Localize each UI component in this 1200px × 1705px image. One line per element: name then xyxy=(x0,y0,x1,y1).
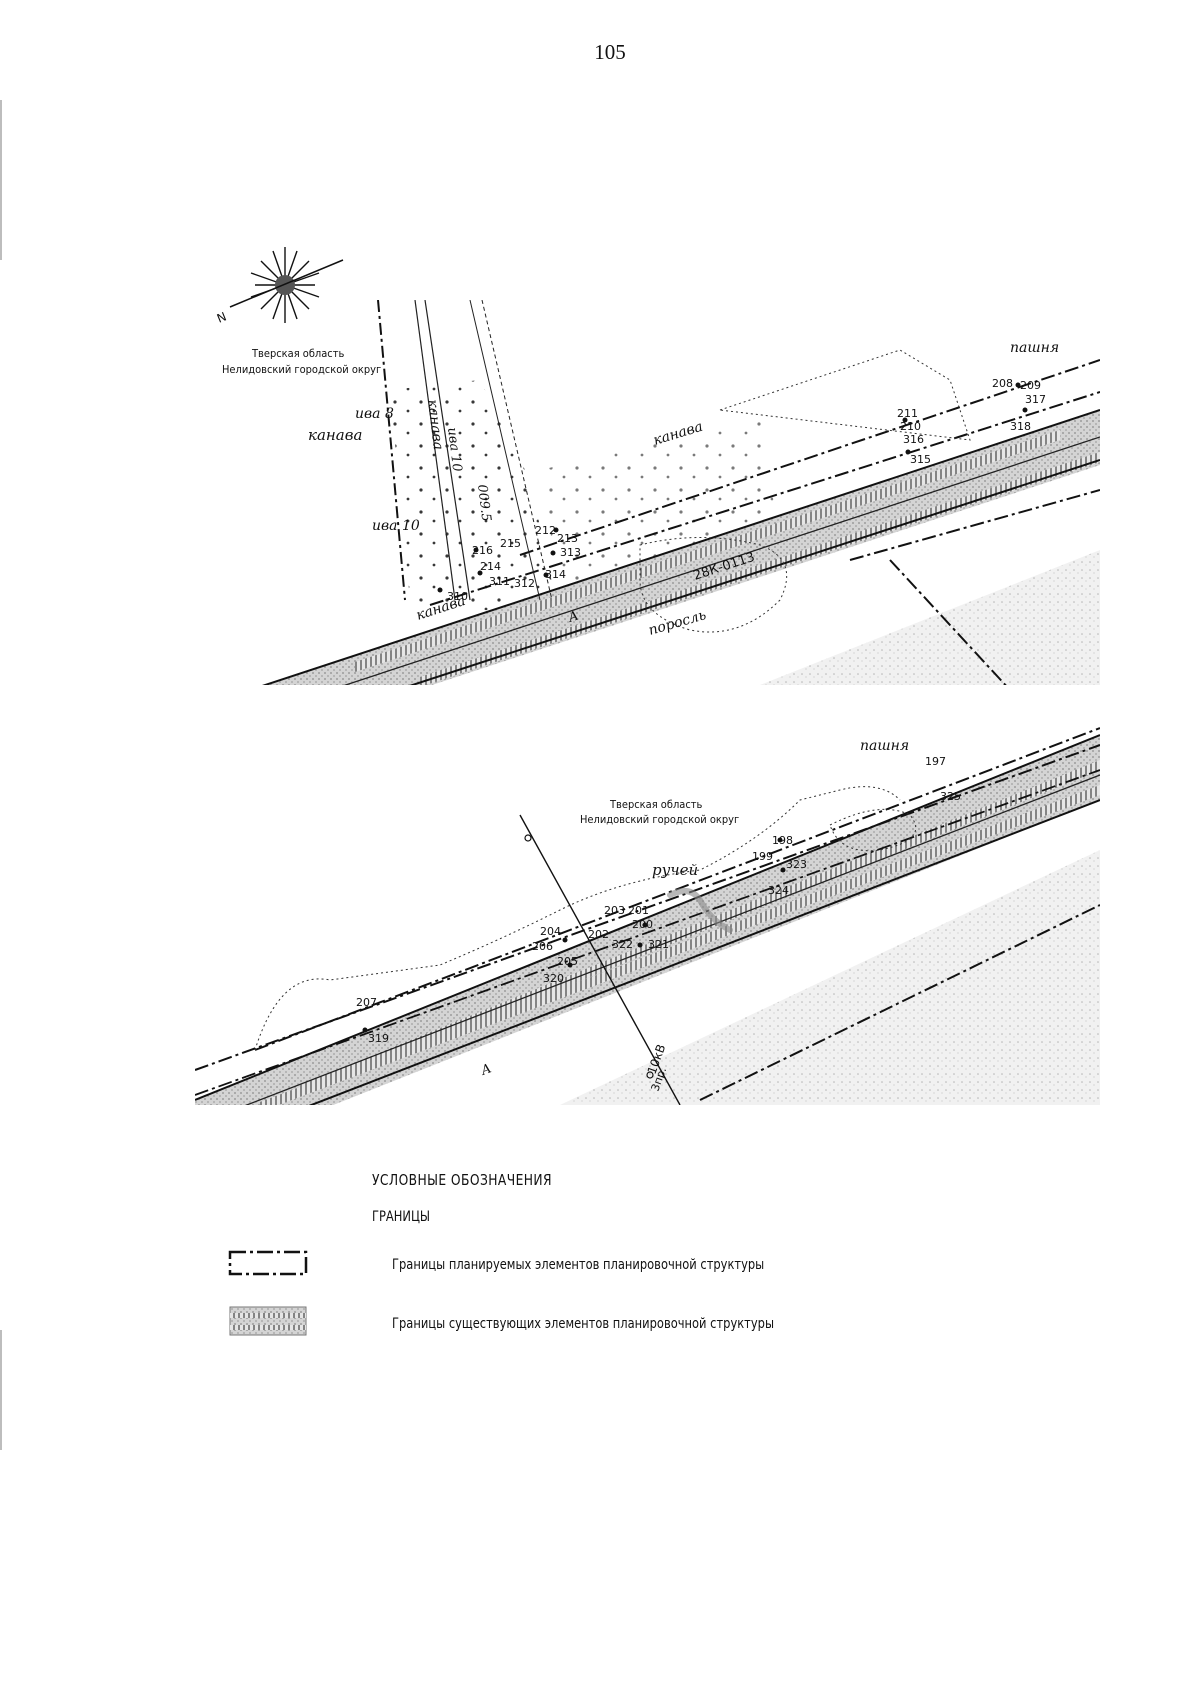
distance-label: 009.5 xyxy=(474,484,493,523)
svg-text:209: 209 xyxy=(1020,379,1041,392)
svg-text:211: 211 xyxy=(897,407,918,420)
power-pole xyxy=(646,1071,654,1079)
svg-text:310: 310 xyxy=(447,590,468,603)
willow-label: ива 8 xyxy=(355,406,394,422)
svg-text:201: 201 xyxy=(628,904,649,917)
road-edge xyxy=(308,799,1100,1105)
svg-text:311: 311 xyxy=(489,575,510,588)
svg-text:325: 325 xyxy=(940,790,961,803)
legend-swatch-existing xyxy=(229,1306,307,1336)
road-edge xyxy=(195,734,1100,1101)
svg-text:197: 197 xyxy=(925,755,946,768)
svg-text:208: 208 xyxy=(992,377,1013,390)
svg-text:323: 323 xyxy=(786,858,807,871)
page-number: 105 xyxy=(594,40,626,64)
canal-line xyxy=(481,300,553,601)
boundary-points xyxy=(362,837,786,1033)
road-edge xyxy=(409,459,1100,685)
planned-boundary xyxy=(849,489,1100,561)
area-mark: А xyxy=(478,1061,493,1079)
svg-text:320: 320 xyxy=(543,972,564,985)
field-stipple xyxy=(560,850,1100,1105)
svg-text:199: 199 xyxy=(752,850,773,863)
hatch-band xyxy=(260,785,1100,1105)
willow-label: ива 10 xyxy=(372,518,420,534)
canal-line xyxy=(424,300,471,601)
planned-boundary xyxy=(519,359,1100,556)
canal-line xyxy=(414,300,456,601)
boundary-points xyxy=(437,382,1028,593)
svg-text:206: 206 xyxy=(532,940,553,953)
power-line xyxy=(519,814,681,1105)
svg-text:213: 213 xyxy=(557,532,578,545)
svg-text:203: 203 xyxy=(604,904,625,917)
canal-label: канава xyxy=(424,399,446,451)
svg-text:314: 314 xyxy=(545,568,566,581)
stream-label: ручей xyxy=(652,861,698,879)
planned-boundary xyxy=(699,904,1100,1101)
legend-title: УСЛОВНЫЕ ОБОЗНАЧЕНИЯ xyxy=(372,1171,552,1189)
bottom-map xyxy=(195,727,1100,1105)
svg-text:318: 318 xyxy=(1010,420,1031,433)
svg-text:204: 204 xyxy=(540,925,561,938)
top-point-numbers: 208 209 317 318 211 210 316 315 212 213 … xyxy=(447,377,1046,603)
canal-boundary xyxy=(377,300,406,601)
legend-item-planned: Границы планируемых элементов планировоч… xyxy=(392,1257,765,1273)
power-pole xyxy=(524,834,532,842)
region-label: Тверская область xyxy=(609,799,702,812)
region-label: Нелидовский городской округ xyxy=(580,814,739,827)
planned-boundary xyxy=(429,391,1100,606)
vegetation-zone xyxy=(390,380,560,620)
legend-swatch-planned xyxy=(228,1250,308,1276)
forest-contour xyxy=(639,537,788,633)
region-label: Нелидовский городской округ xyxy=(222,364,381,377)
stream xyxy=(667,888,733,933)
svg-text:215: 215 xyxy=(500,537,521,550)
svg-text:198: 198 xyxy=(772,834,793,847)
svg-text:321: 321 xyxy=(648,938,669,951)
svg-text:322: 322 xyxy=(612,938,633,951)
svg-text:214: 214 xyxy=(480,560,501,573)
svg-text:312: 312 xyxy=(514,577,535,590)
svg-text:324: 324 xyxy=(768,884,789,897)
area-mark: А xyxy=(566,608,581,626)
svg-text:315: 315 xyxy=(910,453,931,466)
top-map xyxy=(261,300,1100,685)
svg-text:313: 313 xyxy=(560,546,581,559)
svg-text:317: 317 xyxy=(1025,393,1046,406)
hatch-band xyxy=(355,430,1060,672)
arable-label: пашня xyxy=(860,738,909,754)
svg-text:212: 212 xyxy=(535,524,556,537)
planned-boundary xyxy=(195,769,1100,1096)
field-stipple xyxy=(760,550,1100,685)
svg-text:216: 216 xyxy=(472,544,493,557)
region-label: Тверская область xyxy=(251,348,344,361)
road-edge xyxy=(261,409,1100,685)
road-corridor xyxy=(195,735,1100,1105)
scan-edge xyxy=(0,100,2,260)
legend-item-existing: Границы существующих элементов планирово… xyxy=(392,1316,775,1332)
svg-text:316: 316 xyxy=(903,433,924,446)
arable-label: пашня xyxy=(1010,340,1059,356)
planned-boundary xyxy=(889,559,1007,685)
bottom-point-numbers: 197 325 198 199 323 324 203 201 200 202 … xyxy=(356,755,961,1045)
svg-text:202: 202 xyxy=(588,928,609,941)
hatch-band xyxy=(300,760,1100,1095)
legend-section: ГРАНИЦЫ xyxy=(372,1209,431,1225)
field-contour xyxy=(719,349,971,441)
svg-text:205: 205 xyxy=(557,955,578,968)
road-axis xyxy=(244,774,1100,1105)
planned-boundary xyxy=(195,744,1100,1071)
canal-line xyxy=(469,300,541,601)
svg-text:207: 207 xyxy=(356,996,377,1009)
scan-edge xyxy=(0,1330,2,1450)
svg-text:210: 210 xyxy=(900,420,921,433)
road-axis xyxy=(343,436,1100,685)
willow-label: ива 10 xyxy=(444,427,464,473)
svg-text:200: 200 xyxy=(632,918,653,931)
canal-label: канава xyxy=(308,426,362,444)
svg-text:319: 319 xyxy=(368,1032,389,1045)
